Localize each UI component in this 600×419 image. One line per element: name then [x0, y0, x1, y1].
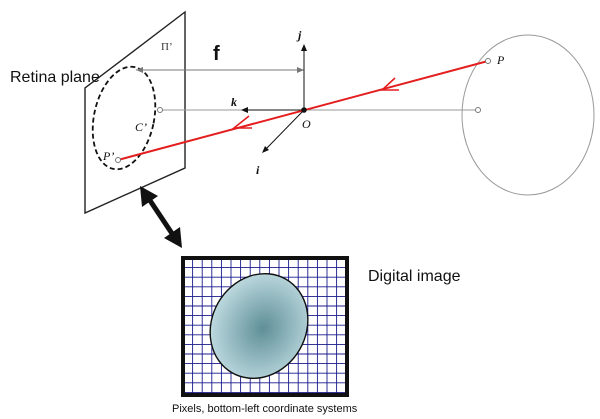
- point-p-label: P: [496, 53, 505, 67]
- retina-plane-label: Retina plane: [10, 69, 100, 86]
- digital-image-label: Digital image: [368, 268, 461, 285]
- optical-center-prime-dot: [157, 107, 163, 113]
- ray-arrowhead-lower: [231, 115, 252, 129]
- retina-plane: [84, 10, 186, 215]
- mapping-arrow-shaft: [146, 197, 176, 237]
- axis-k-label: k: [231, 95, 237, 109]
- retina-dashed-ellipse: [91, 65, 157, 171]
- axis-k-arrowhead: [241, 107, 248, 113]
- focal-arrowhead-right: [297, 67, 304, 73]
- digital-image-frame: [181, 256, 349, 397]
- axis-j-label: j: [296, 28, 302, 42]
- focal-length-label: f: [213, 43, 220, 65]
- point-p-prime-label: P’: [102, 149, 114, 163]
- pi-prime-label: Π’: [161, 41, 173, 53]
- image-blob: [209, 272, 309, 380]
- axis-j-arrowhead: [301, 44, 307, 51]
- mapping-arrowhead-bottom: [164, 227, 182, 248]
- focal-arrowhead-left: [136, 67, 143, 73]
- point-p-dot: [485, 58, 491, 64]
- axis-i-arrowhead: [262, 146, 269, 153]
- axis-i-line: [264, 109, 305, 151]
- center-prime-label: C’: [135, 120, 147, 134]
- object-circle: [461, 34, 595, 196]
- origin-label: O: [302, 117, 311, 131]
- object-center-dot: [475, 107, 481, 113]
- mapping-arrowhead-top: [140, 186, 158, 207]
- origin-dot: [301, 107, 307, 113]
- pixels-caption: Pixels, bottom-left coordinate systems: [172, 403, 358, 415]
- point-p-prime-dot: [115, 157, 121, 163]
- ray-arrowhead-upper: [379, 77, 399, 91]
- axis-i-label: i: [256, 163, 260, 177]
